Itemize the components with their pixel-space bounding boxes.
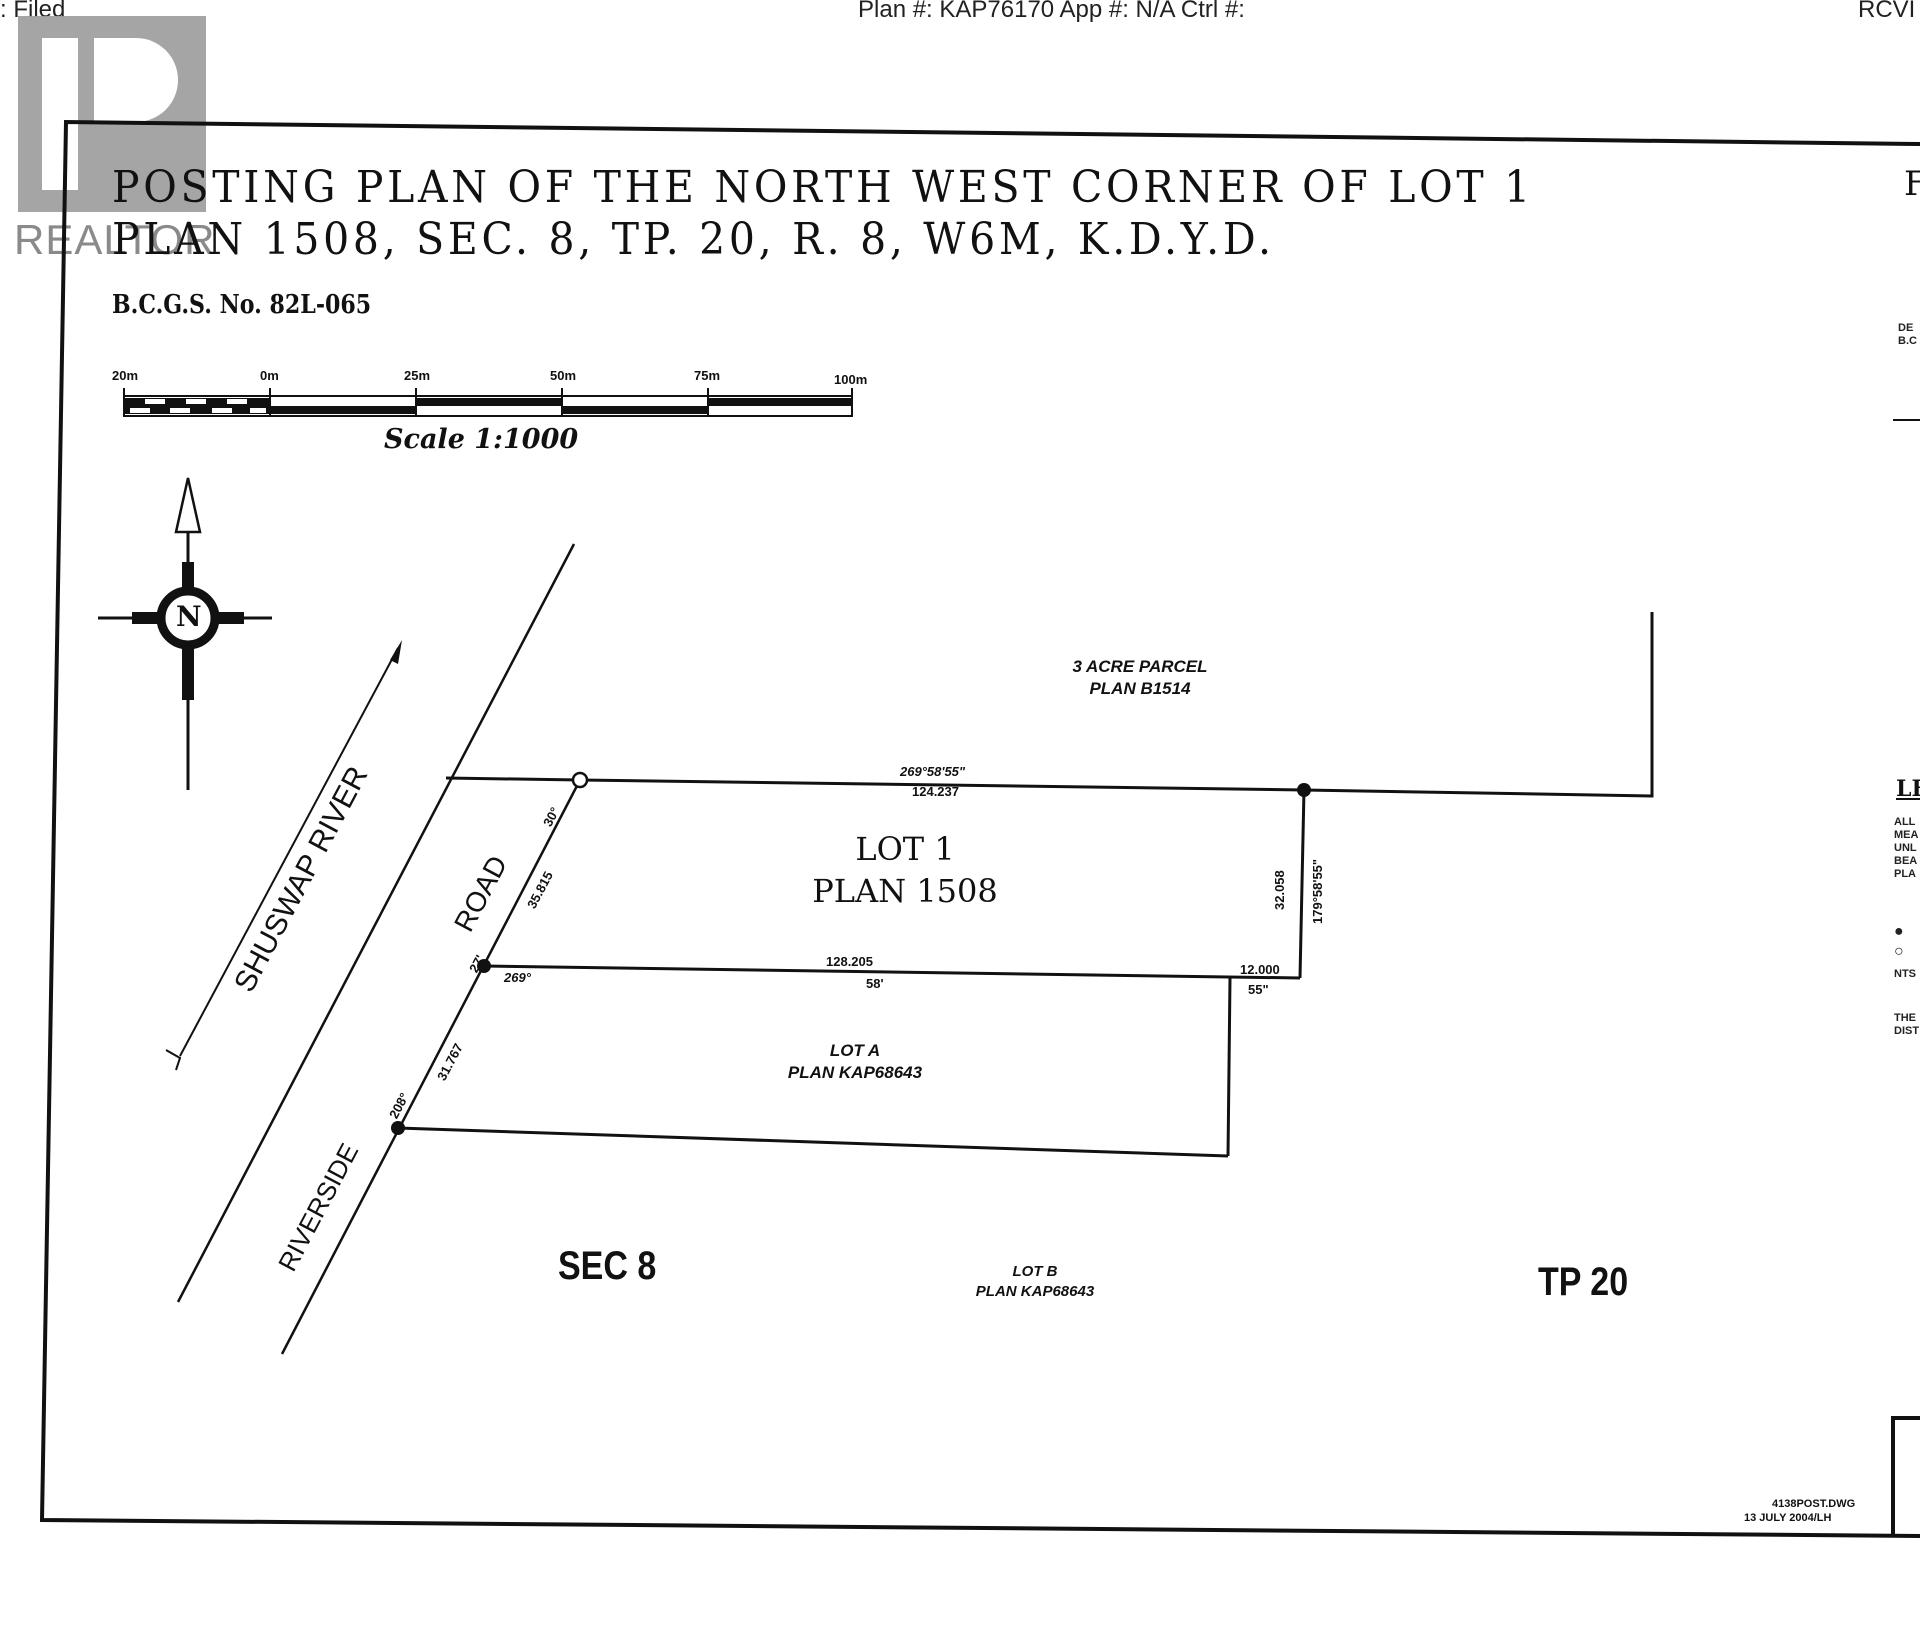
east-jog-distance: 12.000 (1240, 962, 1280, 977)
legend-line: ALL (1894, 816, 1916, 828)
lot-a-plan: PLAN KAP68643 (787, 1063, 923, 1082)
scale-tick-label: 20m (112, 368, 139, 383)
scale-ratio: Scale 1:1000 (384, 424, 579, 455)
section-label: SEC 8 (558, 1244, 657, 1288)
bcgs-number: B.C.G.S. No. 82L-065 (112, 290, 372, 320)
note-line: THE (1894, 1012, 1916, 1024)
south-line-distance: 128.205 (826, 954, 873, 969)
header-right-fragment: RCVI (1858, 0, 1916, 23)
drawing-date: 13 JULY 2004/LH (1744, 1512, 1832, 1524)
south-line-minutes: 58' (866, 976, 884, 991)
legend-symbols: ● ○ (1894, 922, 1904, 962)
hollow-marker-icon: ○ (1894, 943, 1904, 960)
lot1-label: LOT 1 PLAN 1508 (790, 828, 1020, 912)
south-line-bearing: 269° (504, 970, 531, 985)
plan-title-line2: PLAN 1508, SEC. 8, TP. 20, R. 8, W6M, K.… (112, 214, 1275, 265)
scale-tick-label: 0m (260, 368, 279, 383)
lot-b-name: LOT B (1012, 1263, 1058, 1280)
township-label: TP 20 (1538, 1260, 1629, 1304)
right-title-fragment: F (1904, 164, 1920, 204)
scale-bar (123, 388, 853, 417)
realtor-logo-icon (18, 16, 206, 212)
plan-title-line1: POSTING PLAN OF THE NORTH WEST CORNER OF… (112, 162, 1534, 213)
legend-lines: ALL MEA UNL BEA PLA (1894, 816, 1918, 881)
north-arrow-icon (98, 477, 272, 790)
parcel-north-name: 3 ACRE PARCEL (1072, 657, 1208, 676)
right-desc-line: B.C (1898, 335, 1917, 347)
legend-line: MEA (1894, 829, 1919, 841)
lot-b-plan: PLAN KAP68643 (975, 1283, 1095, 1300)
lot1-name: LOT 1 (855, 830, 955, 868)
parcel-north-plan: PLAN B1514 (1089, 679, 1191, 698)
drawing-file-name: 4138POST.DWG (1772, 1498, 1856, 1510)
north-arrow-letter: N (176, 600, 202, 633)
realtor-logo-text: REALTOR (14, 216, 216, 263)
lot-a-name: LOT A (829, 1041, 881, 1060)
east-jog-seconds: 55" (1248, 982, 1269, 997)
nts-fragment: NTS (1894, 968, 1916, 980)
east-line-distance: 32.058 (1272, 870, 1287, 910)
lot-a-label: LOT A PLAN KAP68643 (770, 1040, 940, 1084)
legend-title-fragment: LE (1896, 776, 1920, 802)
lot1-plan: PLAN 1508 (812, 872, 998, 910)
lot-b-label: LOT B PLAN KAP68643 (950, 1262, 1120, 1302)
legend-line: PLA (1894, 868, 1916, 880)
parcel-north-label: 3 ACRE PARCEL PLAN B1514 (1060, 656, 1220, 700)
east-line-bearing: 179°58'55" (1310, 858, 1325, 924)
solid-marker-icon: ● (1894, 923, 1904, 940)
north-line-bearing: 269°58'55" (900, 764, 966, 779)
scale-tick-label: 75m (694, 368, 721, 383)
legend-line: BEA (1894, 855, 1918, 867)
scale-tick-label: 50m (550, 368, 577, 383)
right-desc-fragment: DE B.C (1898, 322, 1917, 348)
right-desc-line: DE (1898, 322, 1914, 334)
scale-tick-label: 25m (404, 368, 431, 383)
scale-tick-label: 100m (834, 372, 868, 387)
legend-line: UNL (1894, 842, 1917, 854)
north-line-distance: 124.237 (912, 784, 959, 799)
plan-info: Plan #: KAP76170 App #: N/A Ctrl #: (858, 0, 1245, 23)
note-line: DIST (1894, 1025, 1920, 1037)
note-fragment: THE DIST (1894, 1012, 1919, 1038)
